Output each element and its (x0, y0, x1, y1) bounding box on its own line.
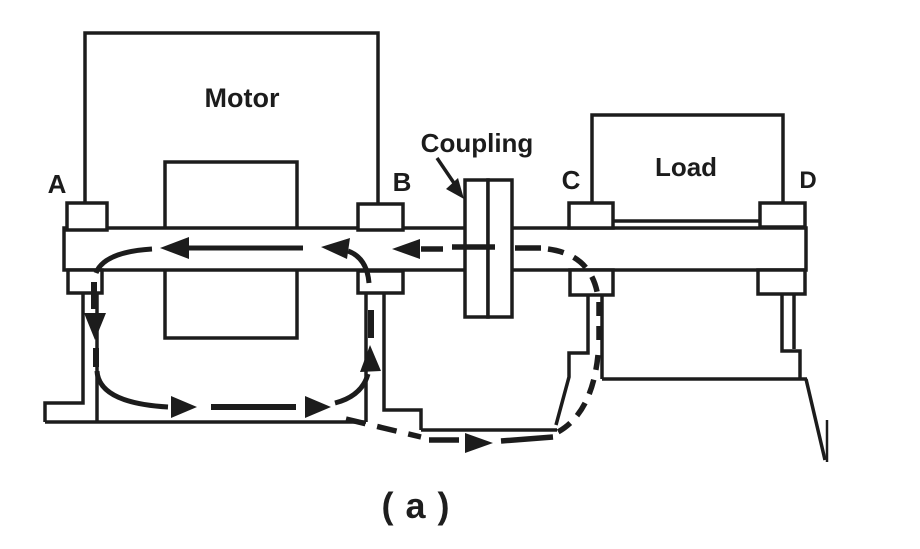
arrowhead-b-to-shaft (321, 238, 350, 259)
pedestal-a (43, 293, 99, 422)
bearing-c-label: C (562, 165, 581, 195)
arrowhead-up-b (360, 345, 381, 372)
bearing-cap-top-c (567, 201, 615, 230)
figure-caption: ( a ) (381, 485, 450, 526)
arrowhead-dashed-base-right (465, 433, 493, 453)
bearing-cap-bottom-d (756, 268, 807, 296)
arrowhead-shaft-left (160, 237, 189, 259)
bearing-b-label: B (393, 167, 412, 197)
load-label: Load (655, 152, 717, 182)
coupling-current-loop (345, 239, 602, 453)
coupling-label: Coupling (421, 128, 534, 158)
bearing-cap-top-b (356, 202, 405, 232)
bearing-d-label: D (799, 167, 816, 194)
arrowhead-base-right-2 (305, 396, 331, 418)
bearing-a-label: A (48, 169, 67, 199)
bearing-cap-top-a (65, 201, 109, 232)
arrowhead-down-a (84, 313, 106, 340)
pedestal-d (780, 294, 829, 462)
arrowhead-base-right-1 (171, 396, 197, 418)
motor-label: Motor (205, 83, 280, 113)
bearing-cap-bottom-b (356, 269, 405, 295)
motor-current-loop (84, 237, 381, 418)
pedestal-c (554, 295, 604, 426)
coupling-pointer-arrow (435, 157, 464, 199)
motor-outline (83, 31, 380, 228)
arrowhead-dashed-left (392, 239, 420, 259)
load-outline (590, 113, 785, 223)
bearing-cap-top-d (758, 201, 807, 229)
